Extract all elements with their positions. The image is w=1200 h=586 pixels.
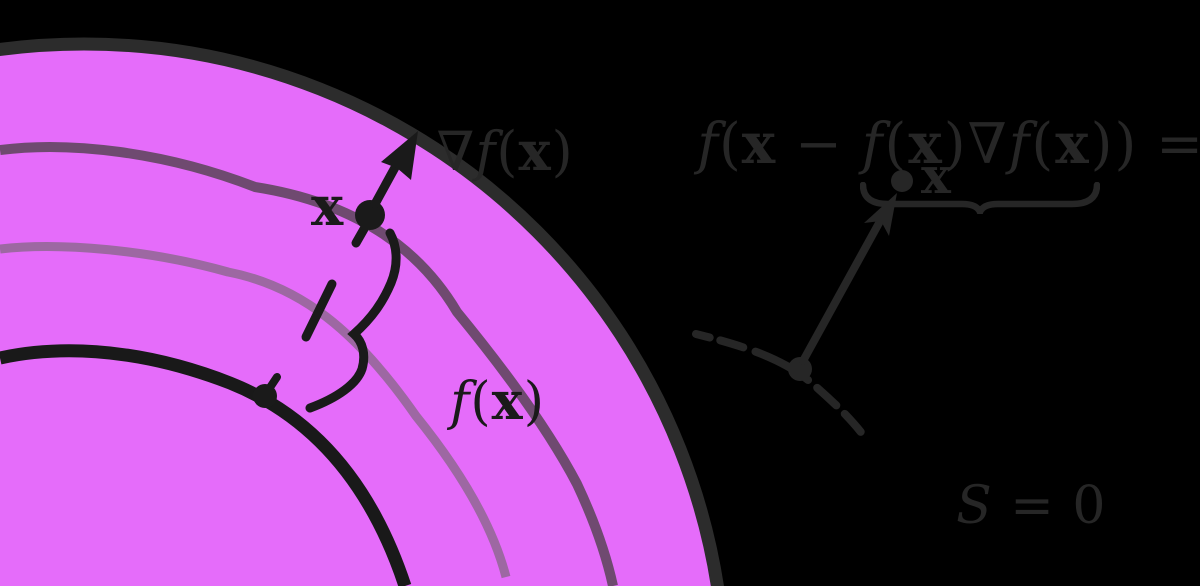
- equation-token: ): [943, 112, 968, 178]
- distance-label-open: (: [470, 371, 492, 432]
- nabla-symbol: ∇: [436, 120, 476, 184]
- target-point-label: x: [921, 146, 952, 205]
- equation-token: f: [697, 112, 719, 178]
- gradient-arrow-head: [381, 131, 418, 180]
- target-point: [891, 170, 913, 192]
- equation-token: x: [1055, 111, 1091, 178]
- distance-label: f(x): [380, 312, 545, 492]
- equation: f(x − f(x)∇f(x)) = 0: [622, 48, 1200, 242]
- distance-brace: [305, 228, 401, 413]
- step-arrow-shaft: [799, 210, 888, 365]
- equation-token: ): [1114, 112, 1138, 178]
- equation-token: =: [1156, 112, 1200, 178]
- equation-token: f: [1008, 112, 1032, 178]
- surface-equation-label: S = 0: [886, 417, 1106, 586]
- distance-dash: [301, 279, 337, 342]
- gradient-label-x: x: [518, 119, 552, 184]
- gradient-label-f: f: [475, 120, 497, 184]
- distance-label-close: ): [523, 371, 545, 432]
- gradient-label-close: ): [551, 120, 574, 184]
- surface-dashed-curve: [692, 330, 873, 447]
- equation-token: f: [861, 112, 885, 178]
- equation-underbrace: [860, 182, 1100, 214]
- level-set-region: [0, 37, 724, 586]
- zero-level-curve: [0, 344, 412, 586]
- equation-token: x: [741, 111, 777, 178]
- equation-token: −: [776, 112, 862, 178]
- equation-token: (: [718, 112, 742, 178]
- equation-token: (: [884, 112, 909, 178]
- nabla-symbol: ∇: [967, 112, 1009, 178]
- contour-arc-far: [0, 142, 618, 586]
- equation-token: x: [908, 111, 944, 178]
- equation-underbraced-group: f(x)∇f(x): [862, 112, 1115, 177]
- gradient-label: ∇f(x): [364, 58, 574, 245]
- surface-equation-rest: = 0: [992, 475, 1107, 536]
- surface-symbol: S: [956, 475, 993, 536]
- distance-label-x: x: [491, 370, 524, 432]
- sample-point-tail: [351, 224, 369, 248]
- gradient-arrow-shaft: [370, 157, 403, 209]
- surface-point-tail: [265, 373, 281, 393]
- equation-token: ): [1090, 112, 1115, 178]
- equation-token: (: [1031, 112, 1056, 178]
- distance-label-f: f: [450, 371, 471, 432]
- gradient-label-open: (: [496, 120, 519, 184]
- sample-point-label: x: [311, 174, 345, 238]
